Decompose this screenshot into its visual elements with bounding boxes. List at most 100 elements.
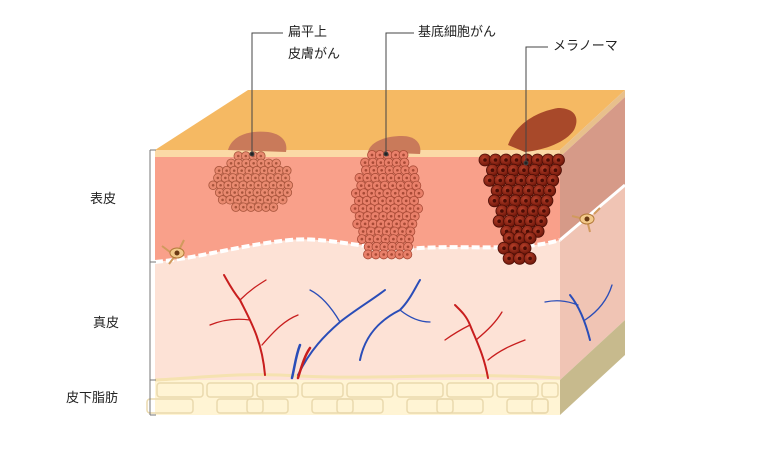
cell-nucleus — [359, 184, 363, 187]
cell-nucleus — [244, 162, 248, 165]
cell-nucleus — [364, 168, 368, 172]
cell-nucleus — [374, 253, 378, 256]
cell-nucleus — [368, 237, 372, 241]
fat-cell — [396, 382, 444, 398]
cell-nucleus — [536, 229, 540, 234]
cell-nucleus — [263, 191, 267, 194]
cell-nucleus — [408, 207, 412, 210]
layer-bracket — [149, 149, 156, 416]
cell-nucleus — [252, 162, 255, 165]
cell-nucleus — [393, 191, 397, 195]
label-subcutis: 皮下脂肪 — [66, 391, 119, 406]
cell-nucleus — [406, 245, 410, 249]
basement-membrane — [154, 237, 561, 264]
cell-nucleus — [369, 230, 373, 233]
cell-nucleus — [407, 237, 411, 241]
cell-nucleus — [256, 183, 260, 187]
cell-nucleus — [366, 253, 370, 256]
cell-nucleus — [507, 236, 511, 240]
cell-nucleus — [248, 191, 252, 194]
cell-nucleus — [416, 207, 420, 210]
cell-nucleus — [389, 214, 393, 218]
cell-nucleus — [389, 176, 393, 180]
cell-nucleus — [401, 230, 404, 233]
cell-nucleus — [513, 199, 518, 203]
fat-cell — [156, 382, 204, 398]
label-dermis: 真皮 — [93, 316, 120, 331]
cell-nucleus — [287, 183, 290, 187]
cell-nucleus — [246, 176, 250, 180]
cell-nucleus — [526, 188, 531, 193]
label-scc-line-1: 扁平上 — [288, 25, 328, 40]
fat-cell — [336, 398, 384, 414]
cell-nucleus — [236, 198, 239, 202]
cell-nucleus — [281, 198, 285, 202]
cell-nucleus — [511, 168, 516, 172]
cell-nucleus — [236, 154, 240, 158]
cell-nucleus — [241, 183, 245, 187]
cell-nucleus — [234, 205, 238, 209]
fat-cell — [496, 382, 539, 398]
dermis-side — [560, 185, 625, 380]
vessel — [239, 279, 267, 301]
cell-nucleus — [367, 245, 371, 249]
cell-nucleus — [355, 222, 359, 226]
cell-nucleus — [403, 222, 406, 226]
cell-nucleus — [228, 198, 232, 202]
cell-nucleus — [409, 191, 413, 195]
fat-cell — [301, 382, 344, 398]
cell-nucleus — [532, 168, 537, 172]
side-membrane — [559, 183, 626, 242]
cell-nucleus — [495, 188, 499, 193]
cell-nucleus — [528, 256, 532, 261]
cell-nucleus — [225, 191, 229, 194]
cell-nucleus — [274, 162, 278, 165]
cell-nucleus — [231, 176, 235, 180]
cell-nucleus — [363, 161, 367, 164]
cell-nucleus — [508, 178, 513, 183]
cell-nucleus — [405, 176, 409, 180]
cell-nucleus — [553, 168, 558, 172]
cell-nucleus — [413, 176, 416, 180]
cell-nucleus — [380, 168, 384, 172]
cell-nucleus — [262, 169, 266, 172]
cell-nucleus — [376, 237, 379, 241]
cell-nucleus — [528, 236, 532, 240]
cell-nucleus — [255, 191, 259, 194]
cell-nucleus — [540, 178, 545, 183]
cell-nucleus — [507, 256, 511, 261]
cell-nucleus — [492, 199, 497, 203]
cell-nucleus — [243, 198, 247, 202]
cell-nucleus — [411, 168, 415, 172]
cell-nucleus — [412, 199, 416, 203]
cell-nucleus — [211, 183, 215, 187]
squamous-cell-carcinoma — [208, 131, 294, 212]
cell-nucleus — [371, 222, 375, 226]
cell-nucleus — [362, 191, 366, 195]
cell-nucleus — [371, 161, 375, 164]
cell-nucleus — [414, 184, 418, 187]
cell-nucleus — [244, 154, 248, 158]
cell-nucleus — [377, 230, 381, 233]
fat-cell — [311, 398, 354, 414]
cell-nucleus — [381, 176, 385, 180]
cell-nucleus — [218, 191, 221, 194]
cell-nucleus — [375, 184, 379, 187]
cell-nucleus — [370, 191, 373, 195]
cell-nucleus — [539, 219, 543, 223]
cell-nucleus — [370, 153, 374, 157]
cell-nucleus — [386, 191, 389, 195]
melanocyte-left — [161, 239, 185, 265]
vessel — [290, 343, 302, 380]
cell-nucleus — [542, 209, 546, 213]
cell-nucleus — [390, 253, 393, 256]
cell-nucleus — [500, 209, 504, 213]
cell-nucleus — [522, 168, 526, 172]
fat-cell — [446, 382, 494, 398]
cell-nucleus — [483, 158, 487, 162]
cell-nucleus — [396, 168, 399, 172]
cell-nucleus — [407, 184, 410, 187]
fat-cell — [436, 398, 484, 414]
cell-nucleus — [247, 169, 251, 172]
fat-cell — [531, 398, 549, 414]
